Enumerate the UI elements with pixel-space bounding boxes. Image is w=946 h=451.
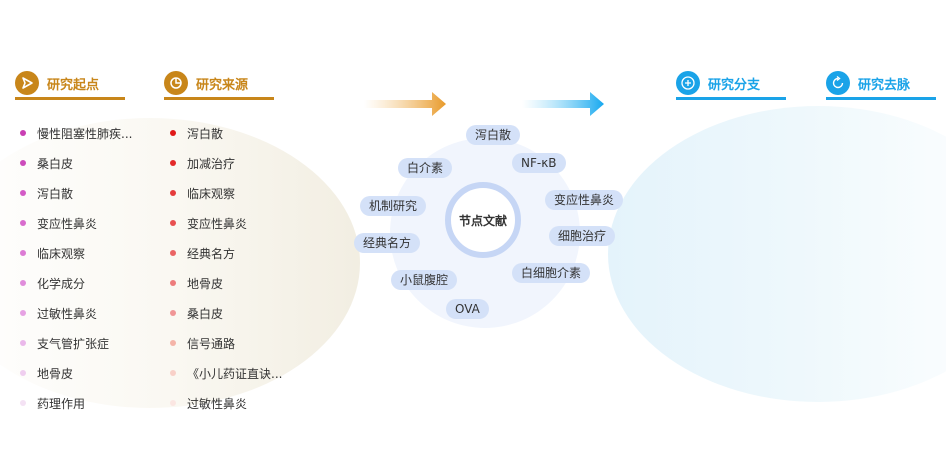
list-item[interactable]: 支气管扩张症: [20, 328, 132, 358]
list-item-label: 《小儿药证直诀...: [187, 366, 283, 381]
refresh-icon: [826, 71, 850, 95]
keyword-node[interactable]: 机制研究: [360, 196, 427, 216]
list-item-label: 变应性鼻炎: [187, 216, 248, 231]
list-dot: [170, 250, 176, 256]
keyword-node[interactable]: 细胞治疗: [549, 226, 616, 246]
list-item[interactable]: 变应性鼻炎: [20, 208, 132, 238]
list-item-label: 药理作用: [37, 396, 86, 411]
list-item-label: 信号通路: [187, 336, 236, 351]
list-dot: [20, 220, 26, 226]
list-item-label: 变应性鼻炎: [37, 216, 98, 231]
list-dot: [170, 340, 176, 346]
list-item[interactable]: 过敏性鼻炎: [20, 298, 132, 328]
research-start-underline: [15, 97, 125, 100]
list-item-label: 临床观察: [37, 246, 86, 261]
research-source-list: 泻白散 加减治疗 临床观察 变应性鼻炎 经典名方 地骨皮 桑白皮 信号通路 《小…: [170, 118, 282, 418]
list-item-label: 桑白皮: [37, 156, 74, 171]
list-dot: [170, 220, 176, 226]
list-dot: [20, 280, 26, 286]
plus-circle-icon: [676, 71, 700, 95]
list-item[interactable]: 经典名方: [170, 238, 282, 268]
list-dot: [20, 370, 26, 376]
list-item-label: 泻白散: [187, 126, 224, 141]
list-item[interactable]: 泻白散: [20, 178, 132, 208]
research-trend-underline: [826, 97, 936, 100]
list-item-label: 慢性阻塞性肺疾...: [37, 126, 133, 141]
list-dot: [20, 250, 26, 256]
keyword-node[interactable]: 经典名方: [354, 233, 421, 253]
keyword-node[interactable]: 白细胞介素: [512, 263, 591, 283]
list-item-label: 化学成分: [37, 276, 86, 291]
list-dot: [170, 190, 176, 196]
center-node[interactable]: 节点文献: [445, 182, 521, 258]
research-source-header[interactable]: 研究来源: [164, 68, 248, 98]
center-node-label: 节点文献: [458, 213, 507, 228]
right-background-blob: [608, 106, 946, 402]
research-start-header[interactable]: 研究起点: [15, 68, 99, 98]
list-item[interactable]: 过敏性鼻炎: [170, 388, 282, 418]
pie-chart-icon: [164, 71, 188, 95]
list-dot: [20, 310, 26, 316]
list-dot: [20, 130, 26, 136]
research-branch-title: 研究分支: [708, 77, 761, 93]
research-trend-title: 研究去脉: [858, 77, 911, 93]
list-item[interactable]: 信号通路: [170, 328, 282, 358]
list-item[interactable]: 地骨皮: [20, 358, 132, 388]
list-item[interactable]: 《小儿药证直诀...: [170, 358, 282, 388]
orange-arrow-icon: [364, 92, 446, 116]
research-branch-header[interactable]: 研究分支: [676, 68, 760, 98]
list-item-label: 加减治疗: [187, 156, 236, 171]
list-item[interactable]: 化学成分: [20, 268, 132, 298]
list-item-label: 桑白皮: [187, 306, 224, 321]
play-triangle-icon: [15, 71, 39, 95]
list-dot: [20, 160, 26, 166]
left-background-blob: [0, 118, 360, 408]
list-dot: [20, 400, 26, 406]
list-dot: [170, 370, 176, 376]
research-trend-header[interactable]: 研究去脉: [826, 68, 910, 98]
list-item-label: 泻白散: [37, 186, 74, 201]
list-dot: [170, 400, 176, 406]
list-dot: [20, 190, 26, 196]
keyword-node[interactable]: 变应性鼻炎: [545, 190, 624, 210]
list-dot: [170, 280, 176, 286]
list-dot: [170, 130, 176, 136]
list-item[interactable]: 地骨皮: [170, 268, 282, 298]
keyword-node[interactable]: NF-κB: [512, 153, 566, 173]
keyword-node[interactable]: 泻白散: [466, 125, 521, 145]
research-source-title: 研究来源: [196, 77, 249, 93]
list-dot: [170, 160, 176, 166]
research-source-underline: [164, 97, 274, 100]
list-item[interactable]: 变应性鼻炎: [170, 208, 282, 238]
list-item-label: 支气管扩张症: [37, 336, 110, 351]
research-start-title: 研究起点: [47, 77, 100, 93]
list-item[interactable]: 药理作用: [20, 388, 132, 418]
keyword-node[interactable]: OVA: [446, 299, 489, 319]
list-item-label: 临床观察: [187, 186, 236, 201]
list-dot: [170, 310, 176, 316]
list-item[interactable]: 慢性阻塞性肺疾...: [20, 118, 132, 148]
research-branch-underline: [676, 97, 786, 100]
research-start-list: 慢性阻塞性肺疾... 桑白皮 泻白散 变应性鼻炎 临床观察 化学成分 过敏性鼻炎…: [20, 118, 132, 418]
list-dot: [20, 340, 26, 346]
blue-arrow-icon: [522, 92, 604, 116]
list-item[interactable]: 桑白皮: [20, 148, 132, 178]
list-item[interactable]: 桑白皮: [170, 298, 282, 328]
keyword-node[interactable]: 小鼠腹腔: [391, 270, 458, 290]
list-item-label: 过敏性鼻炎: [37, 306, 98, 321]
list-item-label: 经典名方: [187, 246, 236, 261]
list-item[interactable]: 临床观察: [170, 178, 282, 208]
list-item-label: 过敏性鼻炎: [187, 396, 248, 411]
keyword-node[interactable]: 白介素: [398, 158, 453, 178]
list-item[interactable]: 加减治疗: [170, 148, 282, 178]
list-item-label: 地骨皮: [37, 366, 74, 381]
list-item[interactable]: 泻白散: [170, 118, 282, 148]
list-item[interactable]: 临床观察: [20, 238, 132, 268]
list-item-label: 地骨皮: [187, 276, 224, 291]
